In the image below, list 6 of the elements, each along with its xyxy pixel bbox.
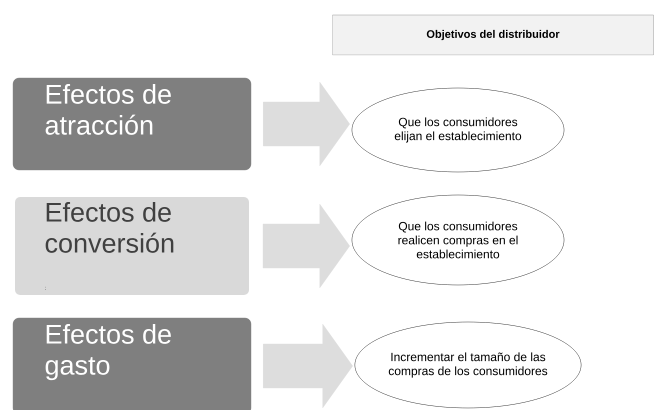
block-arrow bbox=[262, 204, 350, 288]
effect-box: Efectos de gasto bbox=[12, 318, 252, 410]
effect-box: Efectos de atracción bbox=[12, 78, 252, 170]
block-arrow bbox=[263, 324, 353, 408]
block-arrow bbox=[263, 82, 350, 166]
heading-box: Objetivos del distribuidor bbox=[332, 14, 654, 56]
